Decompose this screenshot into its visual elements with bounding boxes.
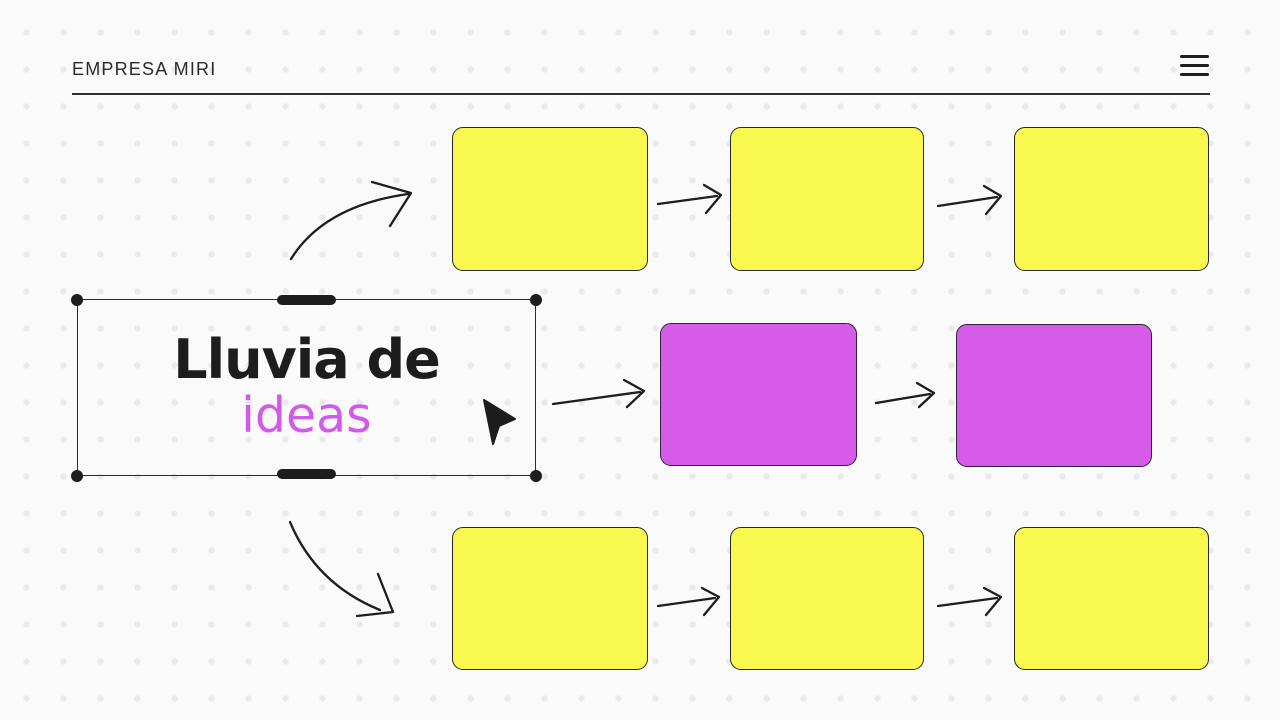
arrow-bottom-1[interactable] <box>656 586 721 617</box>
curved-arrow-bottom[interactable] <box>288 520 395 618</box>
title-line-1: Lluvia de <box>173 328 441 392</box>
text-element-selected[interactable]: Lluvia de ideas <box>77 299 536 476</box>
selection-handle-bottom-right[interactable] <box>530 470 542 482</box>
arrow-top-2[interactable] <box>936 184 1003 216</box>
sticky-note-bottom-2[interactable] <box>730 527 924 670</box>
sticky-note-top-2[interactable] <box>730 127 924 271</box>
header-divider <box>72 93 1210 95</box>
brand-title: EMPRESA MIRI <box>72 59 217 79</box>
curved-arrow-top[interactable] <box>289 180 413 261</box>
arrow-middle-2[interactable] <box>874 381 936 409</box>
hamburger-menu-icon[interactable] <box>1180 55 1209 76</box>
selection-handle-bottom-center[interactable] <box>277 469 336 479</box>
selection-handle-top-right[interactable] <box>530 294 542 306</box>
selection-handle-bottom-left[interactable] <box>71 470 83 482</box>
selection-handle-top-center[interactable] <box>277 295 336 305</box>
arrow-middle-1[interactable] <box>551 378 646 409</box>
sticky-note-top-3[interactable] <box>1014 127 1209 271</box>
title-line-2: ideas <box>241 386 372 444</box>
sticky-note-bottom-3[interactable] <box>1014 527 1209 670</box>
hamburger-bar <box>1180 73 1209 76</box>
hamburger-bar <box>1180 64 1209 67</box>
arrow-bottom-2[interactable] <box>936 586 1003 617</box>
sticky-note-middle-2[interactable] <box>956 324 1152 467</box>
sticky-note-middle-1[interactable] <box>660 323 857 466</box>
mouse-cursor-icon <box>483 399 516 445</box>
arrow-top-1[interactable] <box>656 183 723 215</box>
sticky-note-bottom-1[interactable] <box>452 527 648 670</box>
sticky-note-top-1[interactable] <box>452 127 648 271</box>
selection-handle-top-left[interactable] <box>71 294 83 306</box>
hamburger-bar <box>1180 55 1209 58</box>
